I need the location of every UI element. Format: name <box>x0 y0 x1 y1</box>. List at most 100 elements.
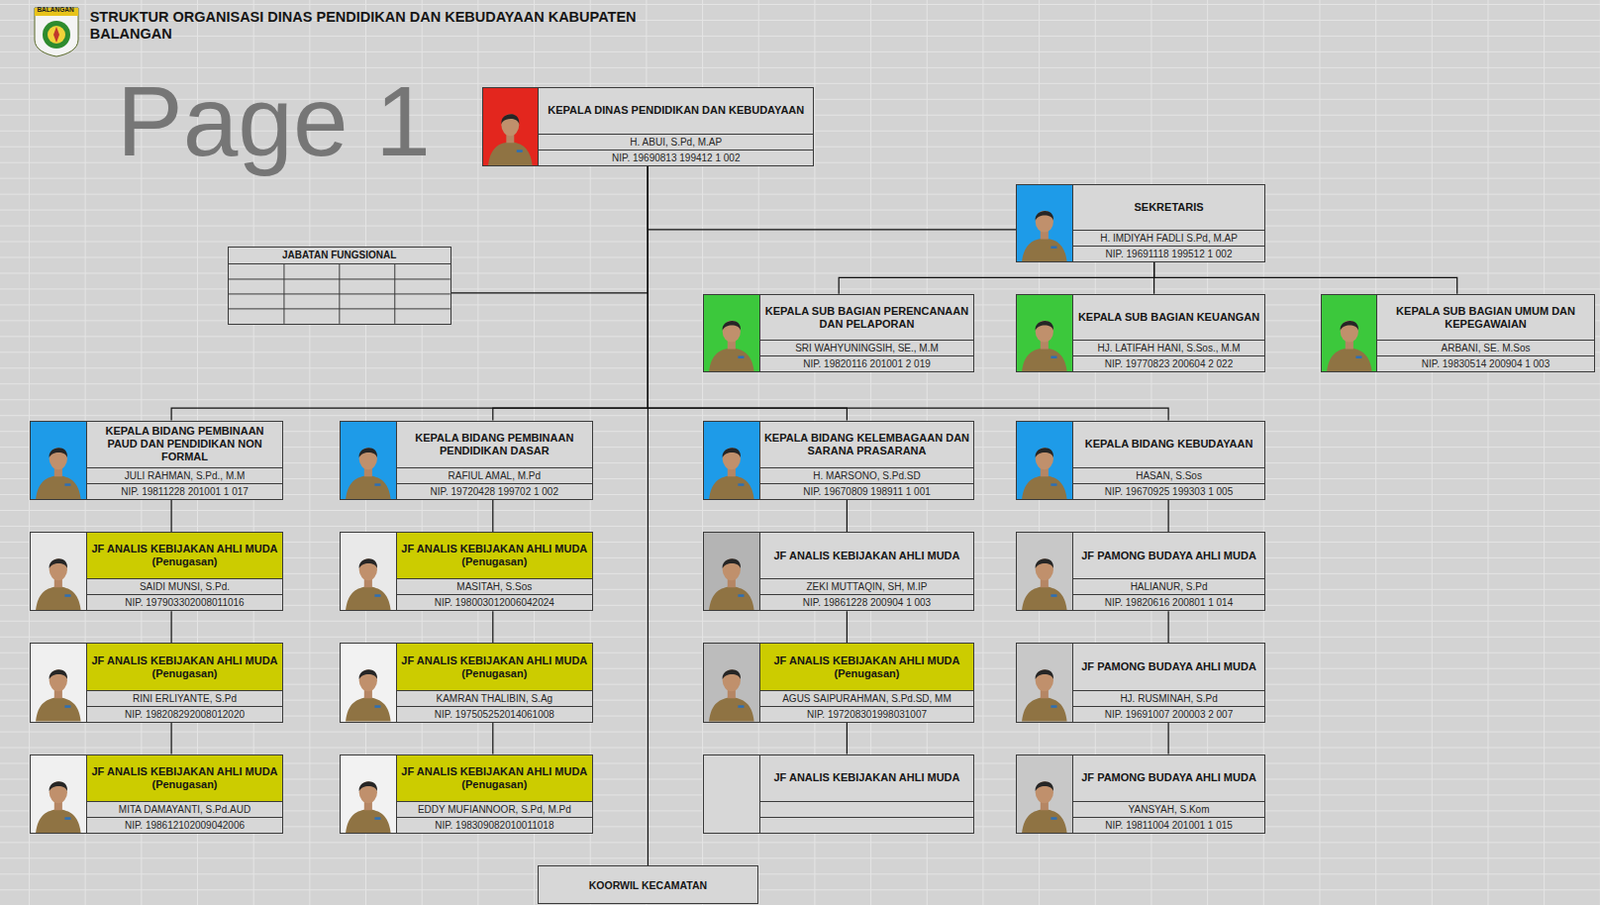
person-photo <box>30 643 88 721</box>
hair <box>359 447 378 458</box>
face <box>722 669 741 692</box>
position-band: KEPALA SUB BAGIAN UMUM DAN KEPEGAWAIAN <box>1377 295 1595 340</box>
id-row: NIP. 197903302008011016 <box>87 594 284 610</box>
person-name: SAIDI MUNSI, S.Pd. <box>139 581 230 593</box>
person-name: EDDY MUFIANNOOR, S.Pd, M.Pd <box>417 803 572 815</box>
uniform <box>1022 586 1069 610</box>
face <box>359 558 378 581</box>
name-tag <box>737 705 744 709</box>
connector-line <box>846 500 848 532</box>
box-text-area: JF PAMONG BUDAYA AHLI MUDAYANSYAH, S.Kom… <box>1073 755 1265 833</box>
id-row: NIP. 19811228 201001 1 017 <box>87 483 284 500</box>
employee-id: NIP. 19670925 199303 1 005 <box>1104 486 1233 498</box>
person-picture <box>703 421 760 500</box>
office-title: KOORWIL KECAMATAN <box>589 879 707 892</box>
connector-line <box>171 166 648 421</box>
person-name: MASITAH, S.Sos <box>456 581 532 593</box>
box-text-area: KEPALA BIDANG PEMBINAAN PENDIDIKAN DASAR… <box>397 421 593 500</box>
face <box>1035 558 1054 581</box>
name-tag <box>64 594 71 598</box>
photo-ground <box>1016 755 1073 833</box>
position-title: KEPALA SUB BAGIAN KEUANGAN <box>1078 310 1260 324</box>
table-rule <box>228 307 451 309</box>
logo-emblem-core <box>47 25 66 44</box>
connector-line <box>171 500 173 532</box>
box-text-area: JF PAMONG BUDAYA AHLI MUDAHALIANUR, S.Pd… <box>1073 532 1265 610</box>
org-box: KEPALA SUB BAGIAN KEUANGAN HJ. LATIFAH HA… <box>1015 294 1265 373</box>
position-band: SEKRETARIS <box>1073 185 1265 230</box>
logo-emblem-mark <box>53 26 60 43</box>
org-box: KEPALA BIDANG PEMBINAAN PENDIDIKAN DASAR… <box>339 420 594 500</box>
photo-ground <box>1016 295 1073 372</box>
person-photo <box>1016 185 1074 262</box>
position-title: JF ANALIS KEBIJAKAN AHLI MUDA (Penugasan… <box>763 654 971 681</box>
person-picture <box>1016 185 1073 262</box>
position-title: KEPALA BIDANG KELEMBAGAAN DAN SARANA PRA… <box>763 431 971 458</box>
face <box>359 781 378 803</box>
connector-line <box>451 166 649 294</box>
position-title: JF ANALIS KEBIJAKAN AHLI MUDA <box>773 771 960 785</box>
org-box: KEPALA DINAS PENDIDIKAN DAN KEBUDAYAANH.… <box>482 87 814 167</box>
position-band: KEPALA BIDANG PEMBINAAN PAUD DAN PENDIDI… <box>87 421 284 468</box>
face <box>49 669 68 692</box>
uniform <box>345 475 392 500</box>
table-header: JABATAN FUNGSIONAL <box>228 247 451 264</box>
photo-ground <box>30 755 87 833</box>
regency-logo <box>31 5 82 58</box>
hair <box>1339 320 1358 331</box>
person-name: ARBANI, SE. M.Sos <box>1441 342 1531 354</box>
hair <box>722 670 741 681</box>
person-name: HALIANUR, S.Pd <box>1130 581 1208 593</box>
person-picture <box>30 421 87 500</box>
name-row: EDDY MUFIANNOOR, S.Pd, M.Pd <box>397 800 593 817</box>
person-picture <box>703 643 760 721</box>
person-picture <box>1016 532 1073 610</box>
face <box>359 447 378 470</box>
name-row: H. IMDIYAH FADLI S.Pd, M.AP <box>1073 229 1265 246</box>
name-row: RINI ERLIYANTE, S.Pd <box>87 690 284 706</box>
hair <box>1035 558 1054 569</box>
table-grid <box>228 264 451 324</box>
person-photo <box>703 295 761 372</box>
id-row: NIP. 198208292008012020 <box>87 705 284 722</box>
position-title: KEPALA BIDANG PEMBINAAN PENDIDIKAN DASAR <box>400 431 590 458</box>
person-name: H. IMDIYAH FADLI S.Pd, M.AP <box>1100 232 1238 244</box>
box-text-area: JF ANALIS KEBIJAKAN AHLI MUDA (Penugasan… <box>87 532 284 610</box>
connector-line <box>1154 262 1458 295</box>
position-title: JF ANALIS KEBIJAKAN AHLI MUDA (Penugasan… <box>90 654 281 681</box>
person-photo <box>703 643 761 721</box>
person-name: HJ. LATIFAH HANI, S.Sos., M.M <box>1097 342 1240 354</box>
person-photo <box>30 532 88 610</box>
person-name: JULI RAHMAN, S.Pd., M.M <box>124 470 246 482</box>
employee-id: NIP. 19691007 200003 2 007 <box>1104 708 1233 720</box>
name-tag <box>64 816 71 820</box>
hair <box>1035 320 1054 331</box>
face <box>1339 320 1358 343</box>
name-tag <box>64 483 71 487</box>
employee-id: NIP. 19690813 199412 1 002 <box>611 152 740 164</box>
box-text-area: KEPALA SUB BAGIAN PERENCANAAN DAN PELAPO… <box>760 295 974 372</box>
name-row: AGUS SAIPURAHMAN, S.Pd.SD, MM <box>760 690 974 706</box>
name-row: H. MARSONO, S.Pd.SD <box>760 467 974 484</box>
position-title: JF ANALIS KEBIJAKAN AHLI MUDA (Penugasan… <box>400 654 590 681</box>
photo-ground <box>1016 643 1073 721</box>
person-picture <box>1016 421 1073 500</box>
uniform <box>35 475 82 500</box>
name-tag <box>737 594 744 598</box>
face <box>49 558 68 581</box>
employee-id: NIP. 198208292008012020 <box>124 708 245 720</box>
table-body: JABATAN FUNGSIONAL <box>228 247 451 323</box>
id-row: NIP. 19691007 200003 2 007 <box>1073 705 1265 722</box>
employee-id: NIP. 19830514 200904 1 003 <box>1421 358 1550 370</box>
face <box>1035 447 1054 470</box>
position-band: KEPALA DINAS PENDIDIKAN DAN KEBUDAYAAN <box>538 88 813 134</box>
photo-ground <box>340 755 397 833</box>
hair <box>722 320 741 331</box>
name-row: YANSYAH, S.Kom <box>1073 800 1265 817</box>
person-picture <box>340 532 397 610</box>
person-photo <box>1016 421 1074 500</box>
person-picture <box>30 755 87 833</box>
id-row: NIP. 19820616 200801 1 014 <box>1073 594 1265 610</box>
name-row <box>760 800 974 817</box>
box-text-area: JF ANALIS KEBIJAKAN AHLI MUDA (Penugasan… <box>397 755 593 833</box>
